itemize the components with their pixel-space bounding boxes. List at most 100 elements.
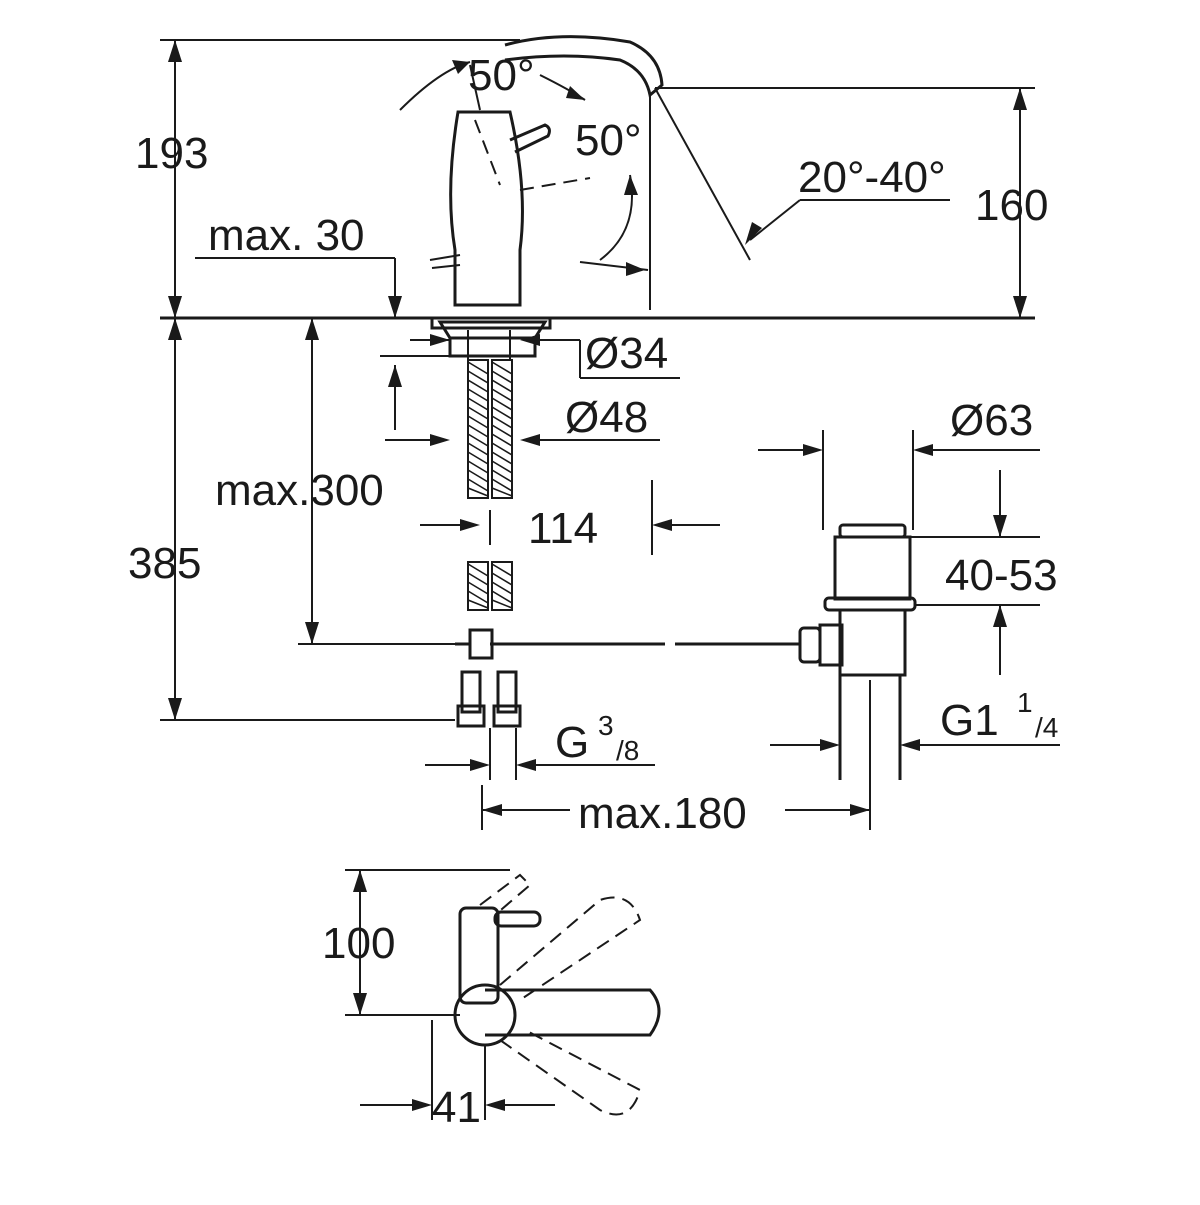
label-d114: 114 [528,504,598,553]
drain-assembly [758,430,1060,780]
braid-stroke [491,397,513,411]
dim-114-arrow-right [652,519,672,531]
label-max300: max.300 [215,466,384,515]
braid-stroke [467,442,489,456]
braid-stroke [491,379,513,393]
hose-right-lower [491,561,513,611]
label-h160: 160 [975,181,1048,230]
braid-stroke [467,469,489,483]
fitting-nut-left [456,704,486,728]
faucet-lever [509,123,551,154]
braid-stroke [467,599,489,609]
braid-stroke [491,415,513,429]
braid-stroke [491,563,513,577]
label-h100: 100 [322,919,395,968]
mounting-nut [448,336,537,358]
dim-max180-arrow-left [482,804,502,816]
drain-rod-nut [798,626,822,664]
dim-dia34-arrow-left [430,334,450,346]
top-lever-small [493,910,542,928]
braid-stroke [491,424,513,438]
dim-160-arrow-top [1013,88,1027,110]
fitting-nut-right [492,704,522,728]
braid-stroke [491,572,513,586]
braid-stroke [491,478,513,492]
dim-385-arrow-bottom [168,698,182,720]
braid-stroke [491,581,513,595]
braid-stroke [467,478,489,492]
braid-stroke [491,590,513,604]
label-angle-top: 50° [468,51,535,100]
braid-stroke [467,563,489,577]
top-body [458,906,500,1005]
braid-stroke [491,442,513,456]
braid-stroke [491,469,513,483]
dim-g38-arrow-left [470,759,490,771]
braid-stroke [467,379,489,393]
dim-41-arrow-right [485,1099,505,1111]
braid-stroke [467,590,489,604]
hose-braid-hatch-lower [467,563,513,609]
braid-stroke [491,388,513,402]
braid-stroke [491,460,513,474]
top-lever-handle [485,988,661,1037]
braid-stroke [467,581,489,595]
label-g114-den: /4 [1035,712,1058,743]
dim-dia48-arrow-right [520,434,540,446]
spout-angle-arrow [745,222,762,245]
dim-shank-arrow [388,365,402,387]
braid-stroke [491,406,513,420]
dim-41-arrow-left [412,1099,432,1111]
angle-ray-top [469,64,481,111]
dim-100-arrow-bottom [353,993,367,1015]
drain-lower-body [838,608,907,677]
label-g114-main: G1 [940,696,999,745]
dim-40-53-arrow-bottom [993,605,1007,627]
hose-braid-hatch [467,361,513,497]
drain-body [833,535,912,601]
dim-dia48-arrow-left [430,434,450,446]
label-g114-num: 1 [1017,687,1033,718]
label-h385: 385 [128,539,201,588]
braid-stroke [467,415,489,429]
braid-stroke [467,451,489,465]
dim-max180-arrow-right [850,804,870,816]
hose-left-lower [467,561,489,611]
dim-g114-arrow-left [820,739,840,751]
dim-193-arrow-bottom [168,296,182,318]
angle-ray-side [579,261,649,271]
dim-385-arrow-top [168,318,182,340]
label-g38-main: G [555,718,589,767]
angle-arrow-side [624,175,638,195]
label-angle-side: 50° [575,116,642,165]
top-spout-dashed [479,873,532,916]
faucet-spout [504,35,664,98]
dim-max300-arrow-top [305,318,319,340]
braid-stroke [491,599,513,609]
label-spout-angle: 20°-40° [798,153,946,202]
hose-left [467,359,489,499]
fitting-left [460,670,482,714]
dim-g38-arrow-right [516,759,536,771]
faucet-elevation [160,35,1035,330]
label-h193: 193 [135,129,208,178]
label-g38-den: /8 [616,735,639,766]
popup-rod [429,254,461,269]
lever-dashed-position-2 [519,177,591,191]
label-max30: max. 30 [208,211,365,260]
hose-right [491,359,513,499]
braid-stroke [467,361,489,375]
braid-stroke [467,460,489,474]
braid-stroke [491,361,513,375]
braid-stroke [467,370,489,384]
braid-stroke [467,487,489,497]
dim-dia63-arrow-right [913,444,933,456]
braid-stroke [467,433,489,447]
base-plate [430,316,552,330]
lever-dashed-position-1 [474,119,501,186]
dim-114-arrow-left [460,519,480,531]
top-lever-dashed-down [499,1029,642,1116]
dim-160-arrow-bottom [1013,296,1027,318]
dim-g114-arrow-right [900,739,920,751]
